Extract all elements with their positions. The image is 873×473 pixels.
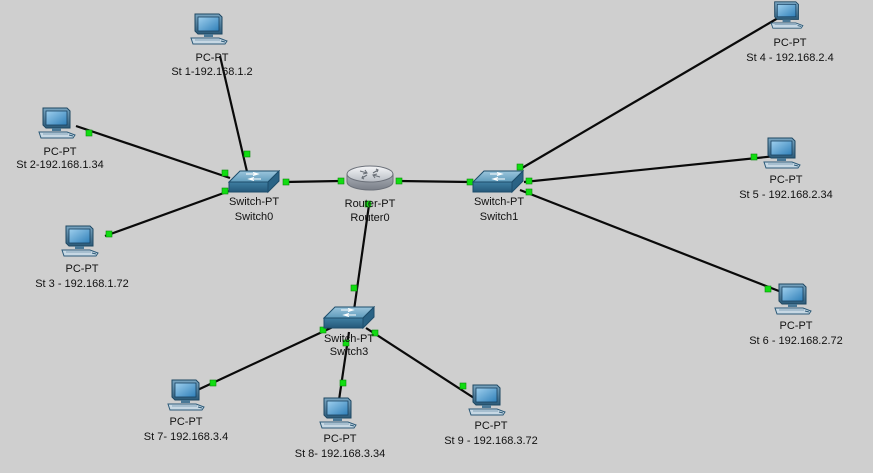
port-lights [85, 129, 772, 390]
switch-icon [472, 170, 524, 193]
pc-st9[interactable]: PC-PT St 9 - 192.168.3.72 [444, 384, 538, 447]
router0-model-label: Router-PT [345, 198, 396, 210]
pc-icon [774, 283, 812, 315]
link-switch0-pc1[interactable] [218, 55, 250, 177]
switch1[interactable]: Switch-PT Switch1 [472, 170, 524, 223]
link-switch0-pc2[interactable] [75, 124, 231, 180]
link-router0-switch1[interactable] [398, 179, 471, 184]
pc-st8-name-label: St 8- 192.168.3.34 [295, 448, 386, 460]
pc-st2-model-label: PC-PT [44, 146, 77, 158]
switch0-name-label: Switch0 [235, 211, 274, 223]
pc-st2[interactable]: PC-PT St 2-192.168.1.34 [16, 107, 104, 171]
switch3-name-label: Switch3 [330, 346, 369, 358]
pc-st5[interactable]: PC-PT St 5 - 192.168.2.34 [739, 137, 833, 201]
switch0[interactable]: Switch-PT Switch0 [228, 170, 280, 223]
switch1-name-label: Switch1 [480, 211, 519, 223]
pc-st5-model-label: PC-PT [770, 174, 803, 186]
pc-st9-model-label: PC-PT [475, 420, 508, 432]
pc-st8[interactable]: PC-PT St 8- 192.168.3.34 [295, 397, 386, 460]
router0-name-label: Router0 [350, 212, 389, 224]
switch-icon [323, 306, 375, 329]
pc-st6-name-label: St 6 - 192.168.2.72 [749, 335, 843, 347]
pc-icon [468, 384, 506, 416]
pc-st4-model-label: PC-PT [774, 37, 807, 49]
pc-st2-name-label: St 2-192.168.1.34 [16, 159, 103, 171]
switch3[interactable]: Switch-PT Switch3 [323, 306, 375, 358]
pc-icon [319, 397, 357, 429]
link-switch1-pc4[interactable] [521, 17, 779, 169]
pc-icon [190, 13, 228, 45]
pc-icon [167, 379, 205, 411]
pc-st4-name-label: St 4 - 192.168.2.4 [746, 52, 833, 64]
switch1-model-label: Switch-PT [474, 196, 524, 208]
switch3-model-label: Switch-PT [324, 333, 374, 345]
link-router0-switch3[interactable] [352, 204, 371, 311]
pc-icon [61, 225, 99, 257]
link-switch3-pc9[interactable] [365, 327, 475, 399]
link-router0-switch0[interactable] [284, 179, 341, 184]
pc-icon [38, 107, 76, 139]
link-switch1-pc6[interactable] [519, 188, 785, 295]
link-switch1-pc5[interactable] [523, 154, 777, 184]
switch-icon [228, 170, 280, 193]
pc-icon [770, 1, 804, 29]
pc-st3-name-label: St 3 - 192.168.1.72 [35, 278, 129, 290]
pc-st4[interactable]: PC-PT St 4 - 192.168.2.4 [746, 1, 834, 64]
link-switch0-pc3[interactable] [104, 188, 233, 238]
router-icon [346, 165, 394, 191]
pc-st3-model-label: PC-PT [66, 263, 99, 275]
pc-st1[interactable]: PC-PT St 1-192.168.1.2 [171, 13, 253, 78]
switch0-model-label: Switch-PT [229, 196, 279, 208]
pc-st5-name-label: St 5 - 192.168.2.34 [739, 189, 833, 201]
pc-st7-model-label: PC-PT [170, 416, 203, 428]
pc-st1-model-label: PC-PT [196, 52, 229, 64]
pc-st6[interactable]: PC-PT St 6 - 192.168.2.72 [749, 283, 843, 347]
pc-st6-model-label: PC-PT [780, 320, 813, 332]
router0[interactable]: Router-PT Router0 [345, 165, 396, 224]
pc-st1-name-label: St 1-192.168.1.2 [171, 66, 252, 78]
pc-st9-name-label: St 9 - 192.168.3.72 [444, 435, 538, 447]
pc-st7-name-label: St 7- 192.168.3.4 [144, 431, 228, 443]
pc-st3[interactable]: PC-PT St 3 - 192.168.1.72 [35, 225, 129, 290]
pc-st7[interactable]: PC-PT St 7- 192.168.3.4 [144, 379, 228, 443]
pc-st8-model-label: PC-PT [324, 433, 357, 445]
pc-icon [763, 137, 801, 169]
